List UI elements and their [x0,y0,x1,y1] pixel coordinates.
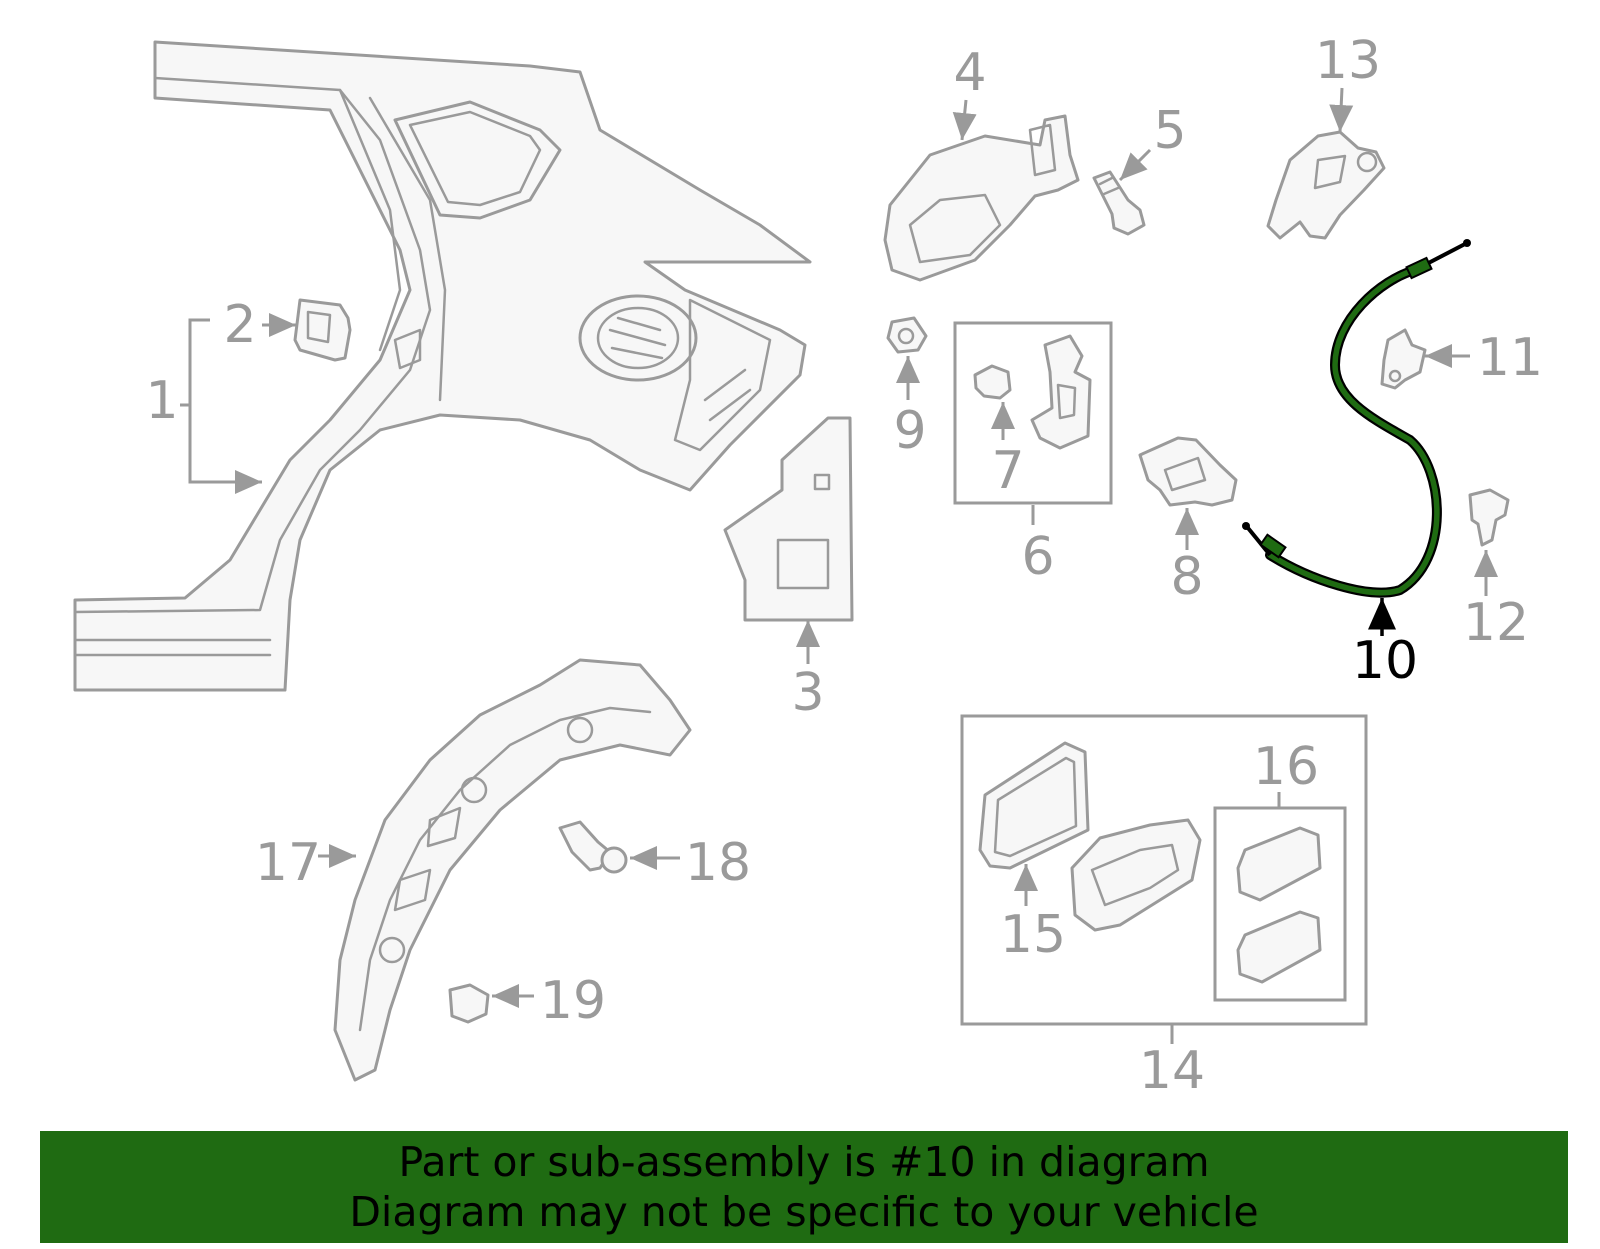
callout-13: 13 [1315,31,1381,133]
parts-diagram: 1 2 3 4 5 [73,31,1543,1100]
svg-text:5: 5 [1153,101,1186,161]
callout-18: 18 [630,833,751,893]
callout-19: 19 [492,971,606,1031]
part-8-bracket[interactable] [1138,436,1238,507]
callout-17: 17 [255,833,356,893]
svg-text:2: 2 [223,295,256,355]
part-12-clip[interactable] [1468,488,1510,547]
callout-10: 10 [1352,598,1418,691]
callout-4: 4 [952,43,987,141]
part-16-covers[interactable] [1236,826,1322,984]
svg-text:12: 12 [1463,593,1529,653]
svg-text:11: 11 [1477,328,1543,388]
svg-text:13: 13 [1315,31,1381,91]
callout-1: 1 [145,318,262,494]
svg-text:8: 8 [1170,547,1203,607]
group-6-box [953,321,1113,505]
part-10-release-cable[interactable] [1242,239,1471,598]
part-9-nut[interactable] [886,316,928,354]
callout-15: 15 [1000,864,1066,965]
svg-text:18: 18 [685,833,751,893]
svg-text:19: 19 [540,971,606,1031]
part-15-gasket[interactable] [978,741,1090,870]
svg-text:4: 4 [953,43,986,103]
svg-text:6: 6 [1021,527,1054,587]
callout-3: 3 [791,620,825,723]
part-13-actuator[interactable] [1266,130,1386,240]
svg-text:7: 7 [991,441,1024,501]
callout-5: 5 [1118,101,1187,182]
banner-line-part: Part or sub-assembly is #10 in diagram [398,1138,1210,1186]
callout-16: 16 [1253,737,1319,808]
part-18-push-clip[interactable] [558,820,628,874]
svg-text:1: 1 [145,371,178,431]
part-5-bolt[interactable] [1092,170,1146,236]
part-19-nut[interactable] [448,983,490,1024]
callout-6: 6 [1021,505,1055,587]
callout-12: 12 [1463,550,1529,653]
part-14-fuel-door[interactable] [1070,818,1202,932]
svg-text:15: 15 [1000,905,1066,965]
part-4-fuel-door-housing[interactable] [883,114,1080,282]
part-2-clip[interactable] [293,298,352,362]
svg-text:10: 10 [1352,631,1418,691]
svg-text:9: 9 [893,401,926,461]
callout-11: 11 [1425,328,1543,388]
callout-7: 7 [991,402,1025,501]
svg-text:16: 16 [1253,737,1319,797]
svg-text:17: 17 [255,833,321,893]
svg-text:14: 14 [1139,1041,1205,1100]
part-17-fender-liner[interactable] [333,658,692,1082]
info-banner: Part or sub-assembly is #10 in diagram D… [40,1131,1568,1243]
part-3-bracket[interactable] [723,416,854,622]
part-1-quarter-panel[interactable] [73,40,812,692]
callout-8: 8 [1170,508,1204,607]
callout-9: 9 [893,356,927,461]
svg-text:3: 3 [791,663,824,723]
part-11-holder[interactable] [1380,328,1427,390]
callout-2: 2 [223,295,296,355]
callout-14: 14 [1139,1024,1205,1100]
banner-line-disclaimer: Diagram may not be specific to your vehi… [349,1188,1259,1236]
